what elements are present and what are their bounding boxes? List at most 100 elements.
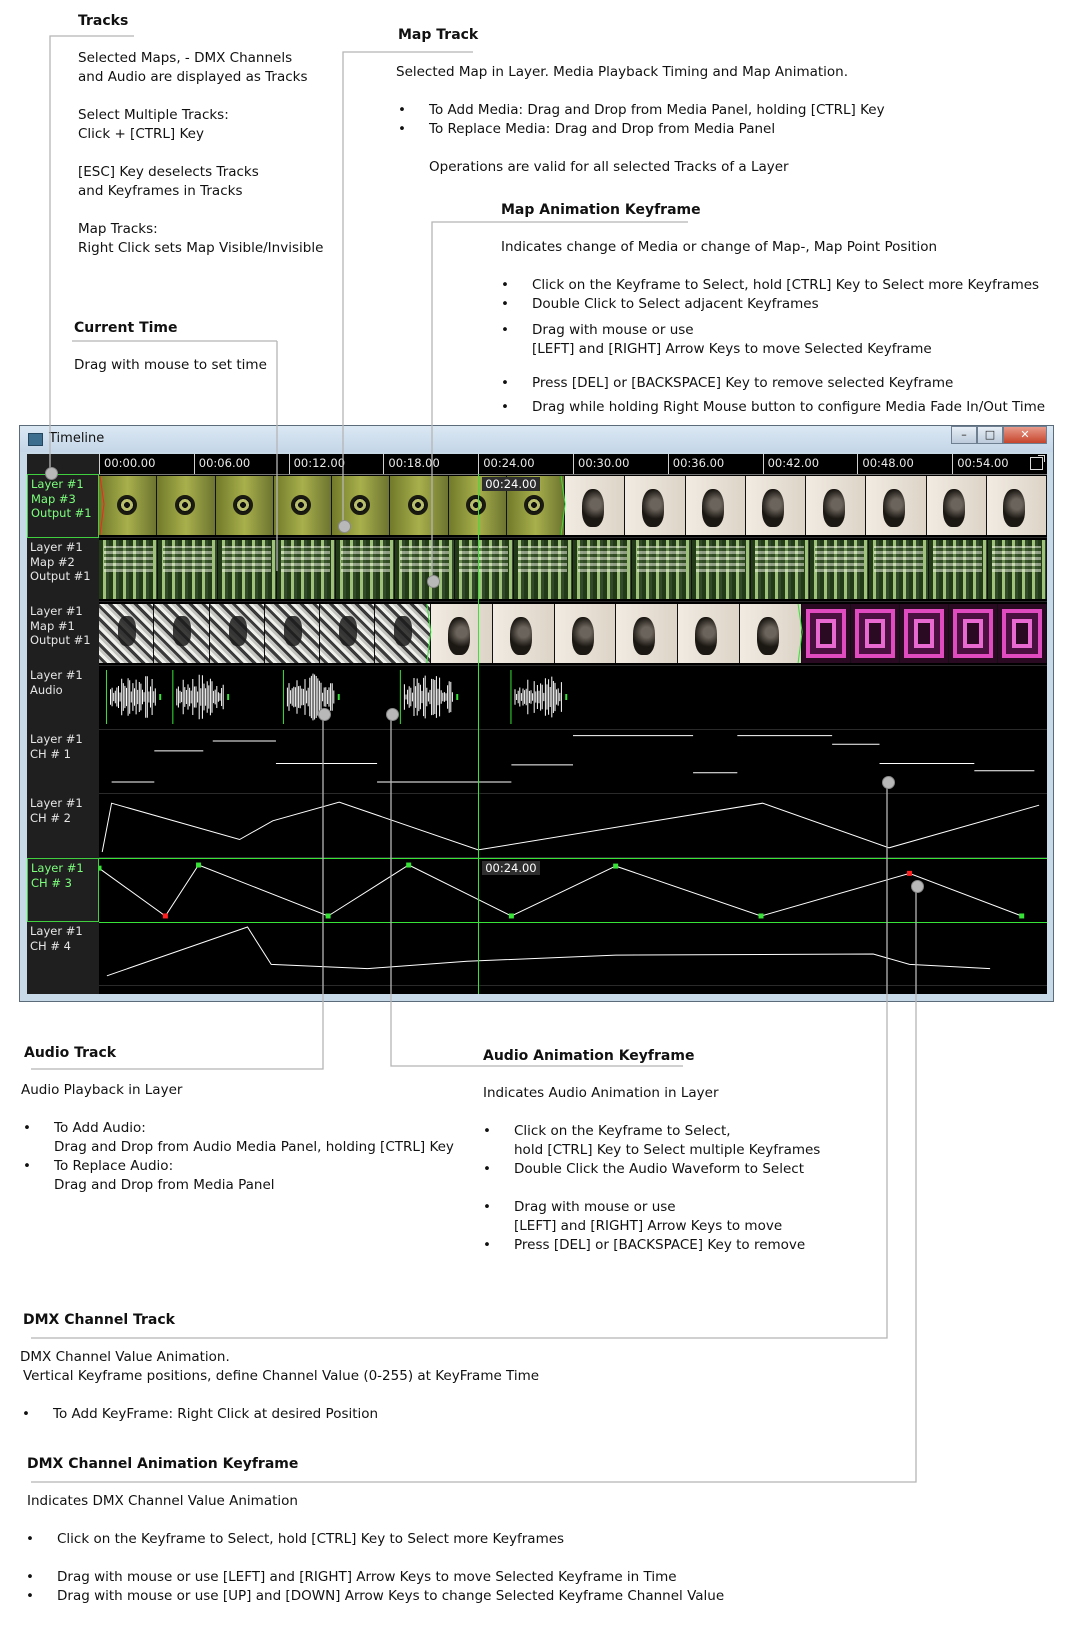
dmx-keyframe-bullet: Drag with mouse or use [UP] and [DOWN] A… — [24, 1587, 724, 1606]
tracks-text-line: Right Click sets Map Visible/Invisible — [78, 240, 324, 256]
tracks-text-line: Selected Maps, - DMX Channels — [78, 50, 293, 66]
ruler-tick-label: 00:06.00 — [198, 456, 251, 470]
ruler-tick: 00:54.00 — [952, 454, 1009, 474]
close-button[interactable]: ✕ — [1003, 426, 1047, 444]
dmx-keyframe — [406, 862, 412, 868]
current-time-playhead[interactable] — [478, 474, 480, 994]
track-lane[interactable] — [99, 858, 1047, 923]
minimize-button[interactable]: – — [951, 426, 977, 444]
track-label-line: Layer #1 — [30, 540, 83, 554]
audio-keyframe-bullet: Press [DEL] or [BACKSPACE] Key to remove — [481, 1236, 820, 1255]
map-keyframe-marker[interactable] — [99, 602, 1047, 665]
dmx-track-line: Vertical Keyframe positions, define Chan… — [23, 1368, 540, 1384]
dmx-keyframe-bullets: Click on the Keyframe to Select, hold [C… — [24, 1530, 724, 1606]
media-clip[interactable] — [802, 604, 1047, 663]
audio-clip — [399, 670, 459, 724]
maximize-button[interactable]: □ — [977, 426, 1003, 444]
track-label-line: Map #3 — [31, 491, 76, 506]
dmx-keyframe — [613, 863, 619, 869]
audio-keyframe-bullet: Click on the Keyframe to Select,hold [CT… — [481, 1122, 820, 1160]
ruler-tick: 00:24.00 — [478, 454, 535, 474]
audio-track-bullets: To Add Audio:Drag and Drop from Audio Me… — [21, 1119, 454, 1195]
media-clip[interactable] — [99, 540, 1047, 599]
callout-dot — [882, 776, 895, 789]
audio-keyframe-intro: Indicates Audio Animation in Layer — [483, 1085, 719, 1101]
track-lane[interactable] — [99, 602, 1047, 666]
dmx-ch1-graph[interactable] — [99, 730, 1047, 793]
track-label-line: Output #1 — [31, 506, 92, 520]
audio-waveform — [110, 676, 156, 718]
detach-window-icon[interactable] — [1030, 455, 1045, 470]
ruler-tick: 00:06.00 — [193, 454, 250, 474]
track-label-line: Map #2 — [30, 554, 75, 569]
track-lane[interactable] — [99, 474, 1047, 538]
dmx-keyframe — [162, 913, 168, 919]
dmx-keyframe — [99, 865, 102, 871]
dmx-ch4-graph[interactable] — [99, 922, 1047, 985]
audio-keyframe-bullet: Drag with mouse or use[LEFT] and [RIGHT]… — [481, 1198, 820, 1236]
media-thumbnail — [987, 540, 1047, 599]
media-thumbnail — [678, 604, 741, 663]
callout-dot — [386, 708, 399, 721]
track-label-line: Audio — [30, 682, 63, 697]
media-thumbnail — [154, 604, 210, 663]
tracks-text-line — [78, 87, 323, 106]
audio-track-bullet-text: To Add Audio: — [54, 1120, 146, 1136]
audio-track-bullet: To Replace Audio:Drag and Drop from Medi… — [21, 1157, 454, 1195]
tracks-text-line: Click + [CTRL] Key — [78, 126, 204, 142]
dmx-keyframe-heading: DMX Channel Animation Keyframe — [27, 1456, 299, 1472]
map-track-bullet: To Replace Media: Drag and Drop from Med… — [396, 120, 885, 139]
tracks-text-line — [78, 144, 323, 163]
map-keyframe-bullet: Drag while holding Right Mouse button to… — [499, 398, 1045, 417]
keyframe-line — [797, 603, 803, 664]
media-thumbnail — [750, 540, 810, 599]
track-label-line: Layer #1 — [31, 861, 84, 875]
track-lane[interactable] — [99, 794, 1047, 858]
dmx-track-annotation: DMX Channel Track DMX Channel Value Anim… — [20, 1311, 540, 1424]
media-clip[interactable] — [99, 604, 431, 663]
current-time-heading: Current Time — [74, 320, 178, 336]
audio-track-annotation: Audio Track Audio Playback in Layer To A… — [21, 1044, 454, 1195]
audio-keyframe-heading: Audio Animation Keyframe — [483, 1048, 695, 1064]
track-label-line: CH # 4 — [30, 938, 71, 953]
window-titlebar[interactable]: Timeline – □ ✕ — [20, 426, 1053, 452]
ruler-tick-label: 00:24.00 — [483, 456, 535, 470]
media-thumbnail — [926, 476, 987, 535]
map-keyframe-marker[interactable] — [99, 602, 1047, 665]
track-lane[interactable] — [99, 538, 1047, 602]
tracks-text-line: Select Multiple Tracks: — [78, 107, 229, 123]
tracks-text-line: [ESC] Key deselects Tracks — [78, 164, 259, 180]
audio-keyframe-bullets: Click on the Keyframe to Select,hold [CT… — [481, 1122, 820, 1255]
track-label-line: Map #1 — [30, 618, 75, 633]
media-thumbnail — [320, 604, 376, 663]
dmx-ch3-graph[interactable] — [99, 859, 1047, 922]
media-thumbnail — [986, 476, 1047, 535]
dmx-ch2-graph[interactable] — [99, 794, 1047, 857]
track-lane[interactable] — [99, 922, 1047, 986]
media-clip[interactable] — [430, 604, 803, 663]
media-thumbnail — [740, 604, 803, 663]
map-keyframe-selected[interactable] — [99, 474, 1047, 537]
track-label-line: Layer #1 — [30, 732, 83, 746]
current-time-text: Drag with mouse to set time — [74, 357, 267, 373]
dmx-keyframe — [325, 913, 331, 919]
audio-waveforms[interactable] — [99, 666, 1047, 729]
audio-track-heading: Audio Track — [24, 1045, 117, 1061]
media-thumbnail — [900, 604, 949, 663]
window-title: Timeline — [49, 431, 105, 446]
track-lane[interactable] — [99, 730, 1047, 794]
ruler-tick-label: 00:12.00 — [293, 456, 346, 470]
media-thumbnail — [395, 540, 455, 599]
ruler-tick: 00:18.00 — [383, 454, 440, 474]
track-lane[interactable] — [99, 666, 1047, 730]
audio-keyframe-bullet-text: Click on the Keyframe to Select, — [514, 1123, 731, 1139]
